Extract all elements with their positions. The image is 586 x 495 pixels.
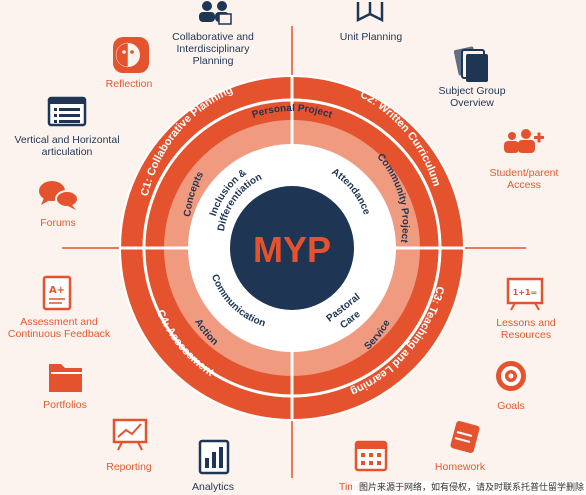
- svg-text:A+: A+: [49, 285, 65, 296]
- stacked-documents-icon: [453, 46, 488, 82]
- people-icon: [199, 1, 232, 25]
- feature-homework: Homework: [434, 461, 486, 473]
- feature-assessment-feedback: Assessment and Continuous Feedback: [7, 316, 111, 340]
- center-circle: [230, 186, 354, 310]
- feature-goals: Goals: [497, 400, 525, 412]
- speech-bubbles-icon: [39, 181, 79, 210]
- add-user-icon: [504, 129, 544, 153]
- whiteboard-icon: 1+1=: [506, 277, 544, 311]
- feature-subject-group-overview: Subject Group Overview: [438, 85, 506, 109]
- feature-reporting: Reporting: [106, 461, 152, 473]
- feature-collaborative-planning: Collaborative and Interdisciplinary Plan…: [172, 31, 254, 67]
- feature-portfolios: Portfolios: [43, 399, 87, 411]
- watermark: 图片来源于网络，如有侵权，请及时联系托普仕留学删除: [352, 481, 586, 495]
- target-icon: [496, 361, 526, 391]
- calendar-icon: [354, 440, 388, 472]
- graded-document-icon: A+: [42, 275, 72, 311]
- notebook-icon: [450, 421, 480, 453]
- folder-icon: [49, 364, 82, 392]
- analytics-icon: [198, 439, 230, 475]
- list-icon: [47, 96, 87, 127]
- feature-forums: Forums: [40, 217, 76, 229]
- presentation-chart-icon: [112, 418, 148, 451]
- feature-vertical-horizontal: Vertical and Horizontal articulation: [14, 134, 120, 158]
- feature-unit-planning: Unit Planning: [339, 31, 403, 43]
- feature-lessons-resources: Lessons and Resources: [496, 317, 556, 341]
- feature-analytics: Analytics: [191, 481, 234, 493]
- svg-text:1+1=: 1+1=: [513, 288, 538, 297]
- center-title: MYP: [253, 229, 331, 270]
- reflection-icon: [113, 37, 149, 73]
- book-icon: [356, 2, 384, 23]
- feature-reflection: Reflection: [105, 78, 153, 90]
- feature-student-parent-access: Student/parent Access: [489, 167, 559, 191]
